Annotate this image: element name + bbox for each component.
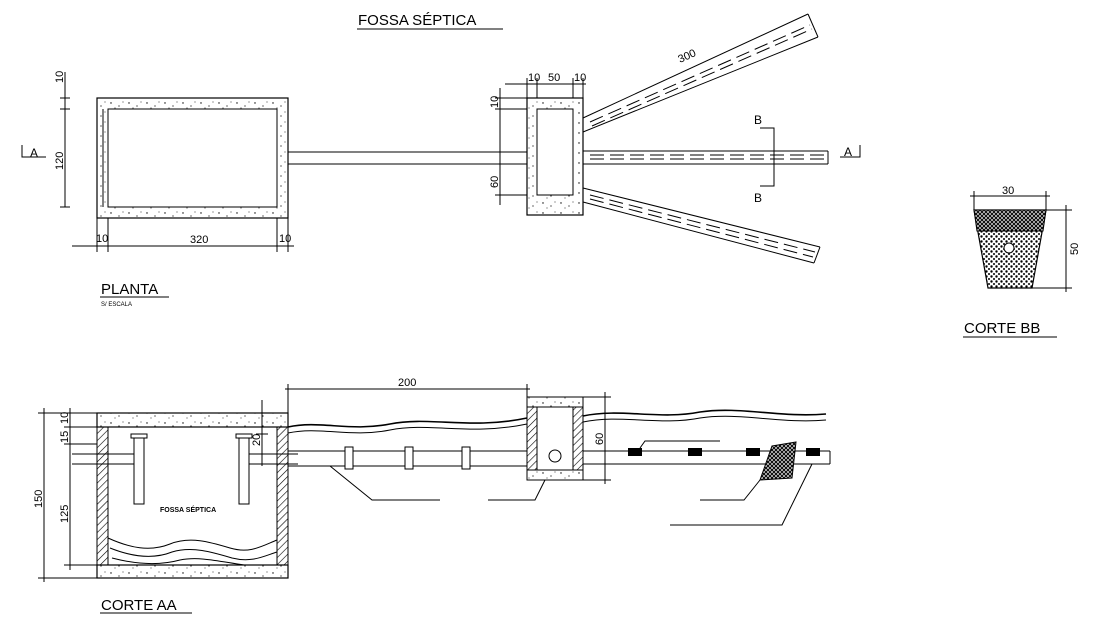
planta-trench-center (583, 150, 829, 165)
cut-b-bottom: B (754, 191, 762, 205)
aa-tank-wall-left (96, 426, 109, 566)
bb-trench-cover (973, 209, 1047, 232)
aa-sludge (107, 537, 278, 551)
dim-aa-liquid: 125 (59, 505, 71, 523)
dim-aa-inlet: 15 (59, 431, 71, 443)
corte-aa-view: FOSSA SÉPTICA 15 (33, 377, 831, 614)
aa-tank-label: FOSSA SÉPTICA (160, 505, 216, 514)
aa-box-outlet (548, 449, 562, 463)
dim-planta-top-wall: 10 (54, 71, 66, 83)
corte-aa-title: CORTE AA (101, 597, 177, 614)
aa-gravel-detail (759, 441, 797, 481)
corte-bb-title: CORTE BB (964, 320, 1040, 337)
bb-pipe (1003, 242, 1015, 254)
dim-planta-right-wall: 10 (279, 233, 291, 245)
aa-tank-slab-bottom (96, 564, 289, 579)
dim-box-top-wall: 10 (489, 96, 501, 108)
aa-coupling (461, 446, 471, 470)
dim-box-depth: 60 (489, 176, 501, 188)
dim-box-wall-right: 10 (574, 72, 586, 84)
corte-bb-view: 30 50 CORTE BB (963, 185, 1081, 338)
dim-planta-height: 120 (54, 152, 66, 170)
planta-title: PLANTA (101, 281, 158, 298)
aa-perforation (746, 448, 760, 456)
aa-outlet-tee (238, 437, 250, 505)
aa-coupling (344, 446, 354, 470)
dim-planta-length: 320 (190, 234, 208, 246)
cut-b-top: B (754, 113, 762, 127)
aa-coupling (404, 446, 414, 470)
aa-inlet-tee (133, 437, 145, 505)
dim-bb-width: 30 (1002, 185, 1014, 197)
cut-a-right: A (844, 145, 852, 159)
dim-aa-outlet-drop: 20 (251, 434, 263, 446)
planta-scale: S/ ESCALA (101, 302, 132, 308)
planta-trench-lower (582, 187, 821, 264)
dim-aa-pipe-length: 200 (398, 377, 416, 389)
planta-view: B B A A 10 120 10 320 10 10 50 10 10 6 (21, 13, 861, 308)
dim-aa-box-depth: 60 (594, 433, 606, 445)
aa-perforation (628, 448, 642, 456)
dim-box-inner: 50 (548, 72, 560, 84)
aa-box-wall-left (526, 406, 538, 471)
aa-tank-slab-top (96, 412, 289, 428)
planta-tank-inner (107, 108, 278, 208)
planta-trench-upper (582, 13, 819, 133)
cut-a-left: A (30, 146, 38, 160)
aa-box-wall-right (572, 406, 584, 471)
aa-box-slab (526, 396, 584, 408)
aa-box-base (526, 469, 584, 481)
main-title: FOSSA SÉPTICA (358, 12, 476, 29)
dim-trench-length: 300 (676, 47, 698, 65)
aa-tank-wall-right (276, 426, 289, 566)
dim-bb-depth: 50 (1069, 243, 1081, 255)
dim-planta-left-wall: 10 (96, 233, 108, 245)
aa-perforation (806, 448, 820, 456)
dim-aa-top-slab: 10 (59, 412, 71, 424)
aa-ground (287, 417, 528, 428)
dim-aa-total-height: 150 (33, 490, 45, 508)
dim-box-wall-left: 10 (528, 72, 540, 84)
aa-perforation (688, 448, 702, 456)
